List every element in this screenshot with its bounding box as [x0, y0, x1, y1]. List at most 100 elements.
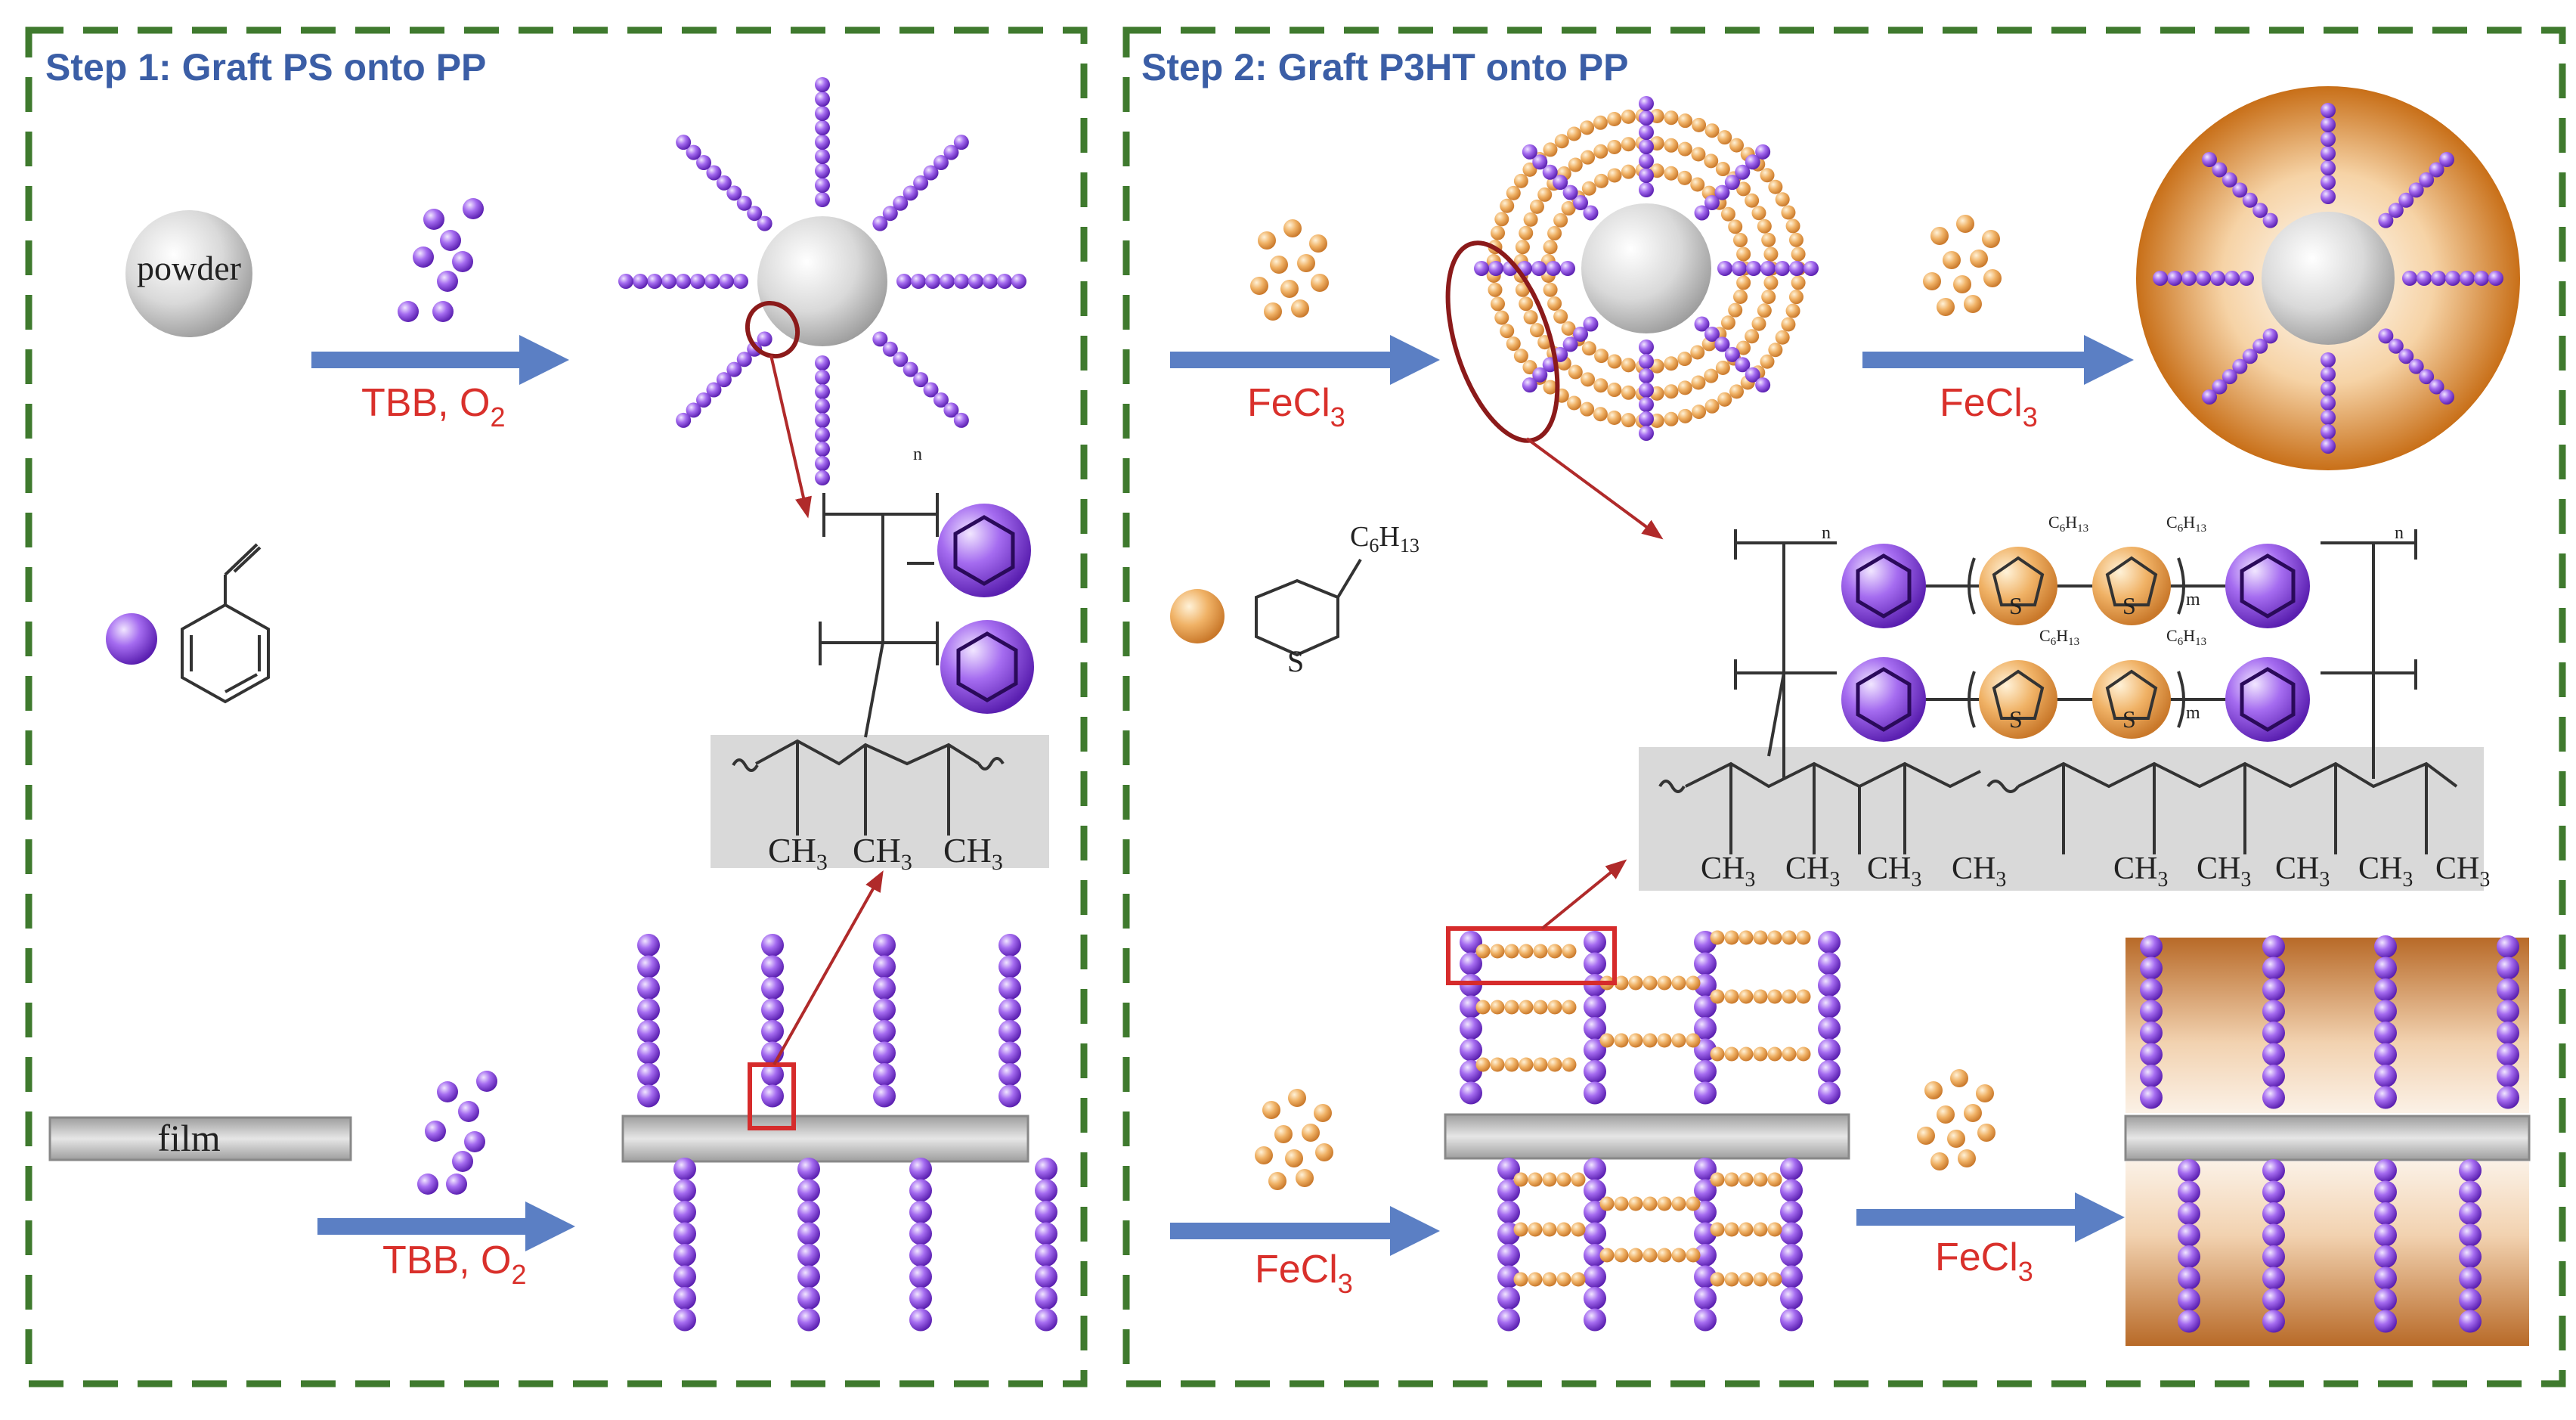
ps-monomer-bead: [2419, 172, 2435, 188]
p3ht-monomer-bead: [1490, 1000, 1505, 1015]
ps-monomer-bead: [815, 77, 830, 92]
styrene-monomer: [452, 251, 473, 272]
p3ht-monomer-bead: [1686, 1196, 1701, 1211]
p3ht-monomer-bead: [1717, 130, 1732, 145]
p3ht-monomer-bead: [1593, 407, 1608, 422]
p3ht-monomer-bead: [1664, 138, 1679, 153]
p3ht-monomer-bead: [1738, 989, 1754, 1004]
ps-monomer-bead: [943, 144, 959, 160]
p3ht-monomer-bead: [1671, 975, 1686, 991]
film-label: film: [157, 1117, 220, 1159]
ps-monomer-bead: [940, 274, 955, 289]
ps-monomer-bead: [882, 341, 898, 357]
thiophene-monomer: [1977, 1124, 1995, 1142]
repeat-unit-n: n: [2395, 523, 2404, 543]
ps-monomer-bead: [1584, 1244, 1606, 1267]
ps-monomer-bead: [815, 355, 830, 371]
step1-frame: [25, 26, 1088, 1387]
ps-monomer-bead: [696, 392, 712, 408]
ps-monomer-bead: [1735, 164, 1751, 180]
ps-monomer-bead: [2202, 152, 2218, 168]
ps-monomer-bead: [2262, 935, 2285, 958]
ps-monomer-bead: [1497, 1179, 1520, 1202]
p3ht-monomer-bead: [1781, 205, 1796, 220]
ps-monomer-bead: [1639, 383, 1654, 398]
ps-monomer-bead: [1714, 184, 1730, 200]
ps-monomer-bead: [2321, 439, 2336, 454]
p3ht-monomer-bead: [1581, 341, 1596, 356]
p3ht-monomer-bead: [1761, 232, 1776, 247]
p3ht-monomer-bead: [1738, 1272, 1754, 1287]
ps-monomer-bead: [1724, 346, 1740, 362]
ps-monomer-bead: [1639, 168, 1654, 183]
p3ht-monomer-bead: [1745, 329, 1760, 344]
p3ht-monomer-bead: [1607, 139, 1622, 154]
ps-monomer-bead: [1584, 1265, 1606, 1288]
ps-monomer-bead: [2374, 1288, 2397, 1311]
ps-monomer-bead: [1584, 952, 1606, 975]
p3ht-monomer-bead: [1796, 1046, 1811, 1062]
ps-monomer-bead: [1780, 1287, 1803, 1310]
ps-monomer-bead: [2232, 182, 2248, 198]
ps-monomer-bead: [1818, 1081, 1841, 1105]
ps-monomer-bead: [954, 274, 969, 289]
styrene-monomer: [446, 1174, 467, 1195]
ps-monomer-bead: [747, 206, 763, 222]
thiophene-monomer: [1258, 231, 1276, 250]
ps-monomer-bead: [1546, 261, 1561, 276]
ps-monomer-bead: [797, 1179, 820, 1202]
ps-monomer-bead: [815, 413, 830, 428]
ps-monomer-bead: [1584, 1038, 1606, 1062]
ps-monomer-bead: [761, 1020, 784, 1043]
p3ht-monomer-bead: [1761, 290, 1776, 305]
p3ht-monomer-bead: [1628, 1033, 1643, 1048]
ps-monomer-bead: [815, 178, 830, 193]
p3ht-monomer-bead: [1782, 989, 1797, 1004]
ps-monomer-bead: [1542, 164, 1558, 180]
styrene-monomer: [432, 301, 454, 322]
thiophene-monomer: [1930, 227, 1949, 245]
ps-monomer-bead: [2459, 1267, 2482, 1290]
ps-monomer-bead: [1732, 261, 1747, 276]
styrene-monomer-legend: [106, 543, 270, 704]
p3ht-monomer-bead: [1724, 1046, 1739, 1062]
p3ht-monomer-bead: [1664, 411, 1679, 426]
ps-monomer-bead: [2321, 117, 2336, 132]
ps-monomer-bead: [2262, 1065, 2285, 1087]
thiophene-monomer: [1270, 256, 1288, 274]
ps-monomer-bead: [815, 192, 830, 207]
p3ht-monomer-bead: [1732, 233, 1748, 248]
ps-monomer-bead: [637, 1041, 660, 1065]
p3ht-monomer-bead: [1580, 402, 1595, 417]
ps-monomer-bead: [673, 1265, 696, 1288]
ps-monomer-bead: [2398, 349, 2414, 364]
p3ht-monomer-bead: [1686, 1248, 1701, 1263]
p3ht-monomer-bead: [1491, 225, 1506, 240]
ps-monomer-bead: [999, 998, 1021, 1022]
ps-monomer-bead: [2262, 1202, 2285, 1225]
ps-monomer-bead: [968, 274, 983, 289]
ps-monomer-bead: [1780, 1201, 1803, 1223]
sulfur-label: S: [2122, 705, 2136, 733]
p3ht-monomer-bead: [1547, 1000, 1562, 1015]
ps-monomer-bead: [2459, 1202, 2482, 1225]
ps-monomer-bead: [2321, 424, 2336, 439]
p3ht-monomer-bead: [1488, 282, 1503, 297]
ps-monomer-bead: [1474, 261, 1489, 276]
thiophene-monomer: [1930, 1152, 1949, 1170]
p3ht-ladder-film: [1444, 930, 1850, 1332]
ps-monomer-bead: [1780, 1265, 1803, 1288]
ps-monomer-bead: [1583, 205, 1599, 221]
p3ht-monomer-bead: [1556, 1222, 1571, 1237]
ps-monomer-bead: [1804, 261, 1819, 276]
ps-monomer-bead: [999, 934, 1021, 956]
p3ht-monomer-bead: [1643, 1033, 1658, 1048]
ps-monomer-bead: [1035, 1265, 1057, 1288]
p3ht-monomer-bead: [1785, 219, 1800, 234]
p3ht-monomer-bead: [1593, 115, 1608, 130]
ps-monomer-bead: [873, 998, 896, 1022]
ps-monomer-bead: [637, 998, 660, 1022]
p3ht-monomer-bead: [1677, 141, 1692, 157]
ps-monomer-bead: [716, 372, 732, 388]
ps-monomer-bead: [2221, 172, 2237, 188]
